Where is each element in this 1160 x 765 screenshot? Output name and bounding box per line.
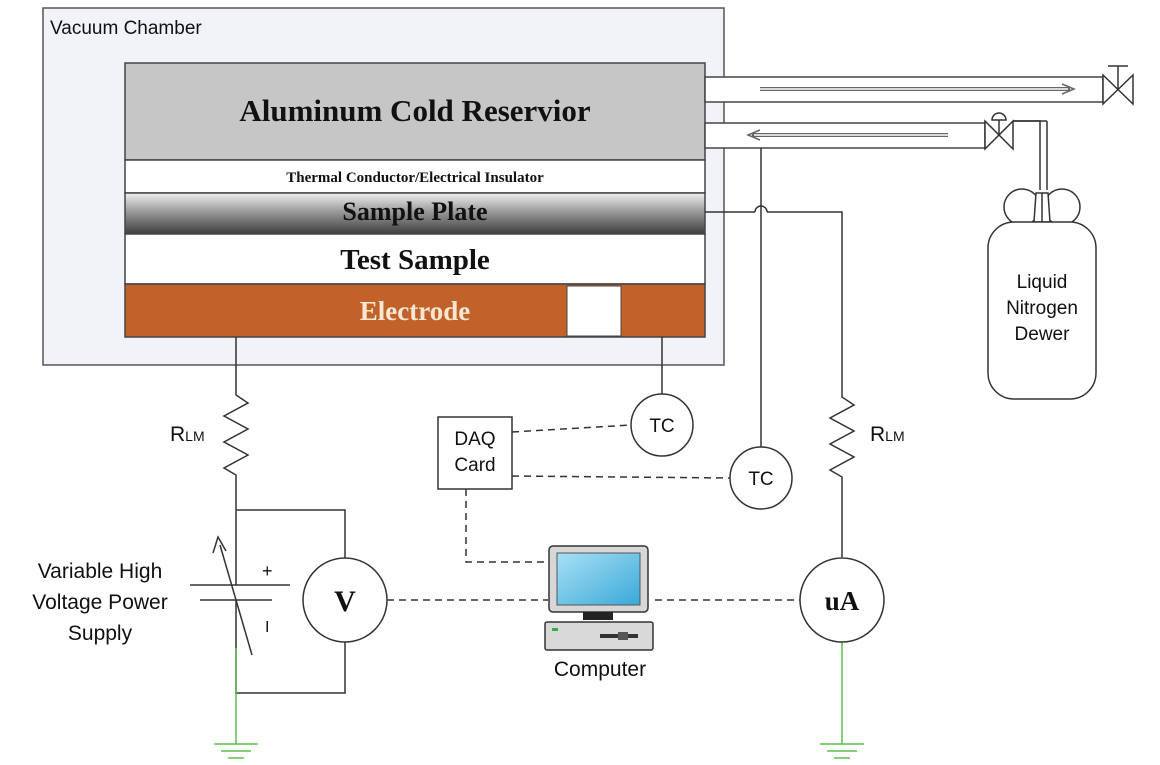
- dewar-label-3: Dewer: [1015, 324, 1071, 345]
- test-sample-label: Test Sample: [340, 244, 490, 276]
- cold-reservoir: [124, 62, 706, 161]
- thermocouple-2-label: TC: [748, 469, 773, 490]
- insulator-label: Thermal Conductor/Electrical Insulator: [286, 170, 544, 186]
- power-supply-icon: [190, 535, 290, 656]
- ground-right-icon: [820, 642, 864, 759]
- supply-label-1: Variable High: [38, 560, 163, 583]
- ammeter-label: uA: [825, 586, 860, 616]
- ground-left-icon: [214, 648, 258, 759]
- vacuum-chamber-label: Vacuum Chamber: [50, 18, 202, 39]
- daq-label-1: DAQ: [454, 429, 495, 450]
- circuit-wires: [222, 148, 856, 694]
- computer-label: Computer: [554, 658, 646, 681]
- daq-label-2: Card: [454, 455, 495, 476]
- electrode-label: Electrode: [360, 296, 470, 326]
- nitrogen-dewar: Liquid Nitrogen Dewer: [987, 188, 1097, 400]
- supply-label-3: Supply: [68, 622, 133, 645]
- computer-icon: [544, 545, 654, 651]
- thermocouple-1: [630, 393, 694, 457]
- voltmeter-label: V: [334, 585, 356, 618]
- sample-plate: [124, 192, 706, 235]
- cold-reservoir-label: Aluminum Cold Reservior: [239, 93, 591, 128]
- supply-minus-label: I: [265, 619, 269, 636]
- dewar-label-2: Nitrogen: [1006, 298, 1078, 319]
- exhaust-valve-icon: [1102, 65, 1134, 106]
- supply-label-2: Voltage Power: [32, 591, 167, 614]
- resistor-left-label: RLM: [170, 423, 205, 446]
- dewar-label-1: Liquid: [1017, 272, 1068, 293]
- data-links: [387, 424, 800, 601]
- sample-plate-label: Sample Plate: [342, 197, 487, 226]
- electrode-window: [566, 285, 622, 337]
- thermocouple-1-label: TC: [649, 416, 674, 437]
- supply-plus-label: +: [262, 561, 273, 581]
- daq-card: [437, 416, 513, 490]
- supply-valve-icon: [984, 112, 1014, 151]
- resistor-right-label: RLM: [870, 423, 905, 446]
